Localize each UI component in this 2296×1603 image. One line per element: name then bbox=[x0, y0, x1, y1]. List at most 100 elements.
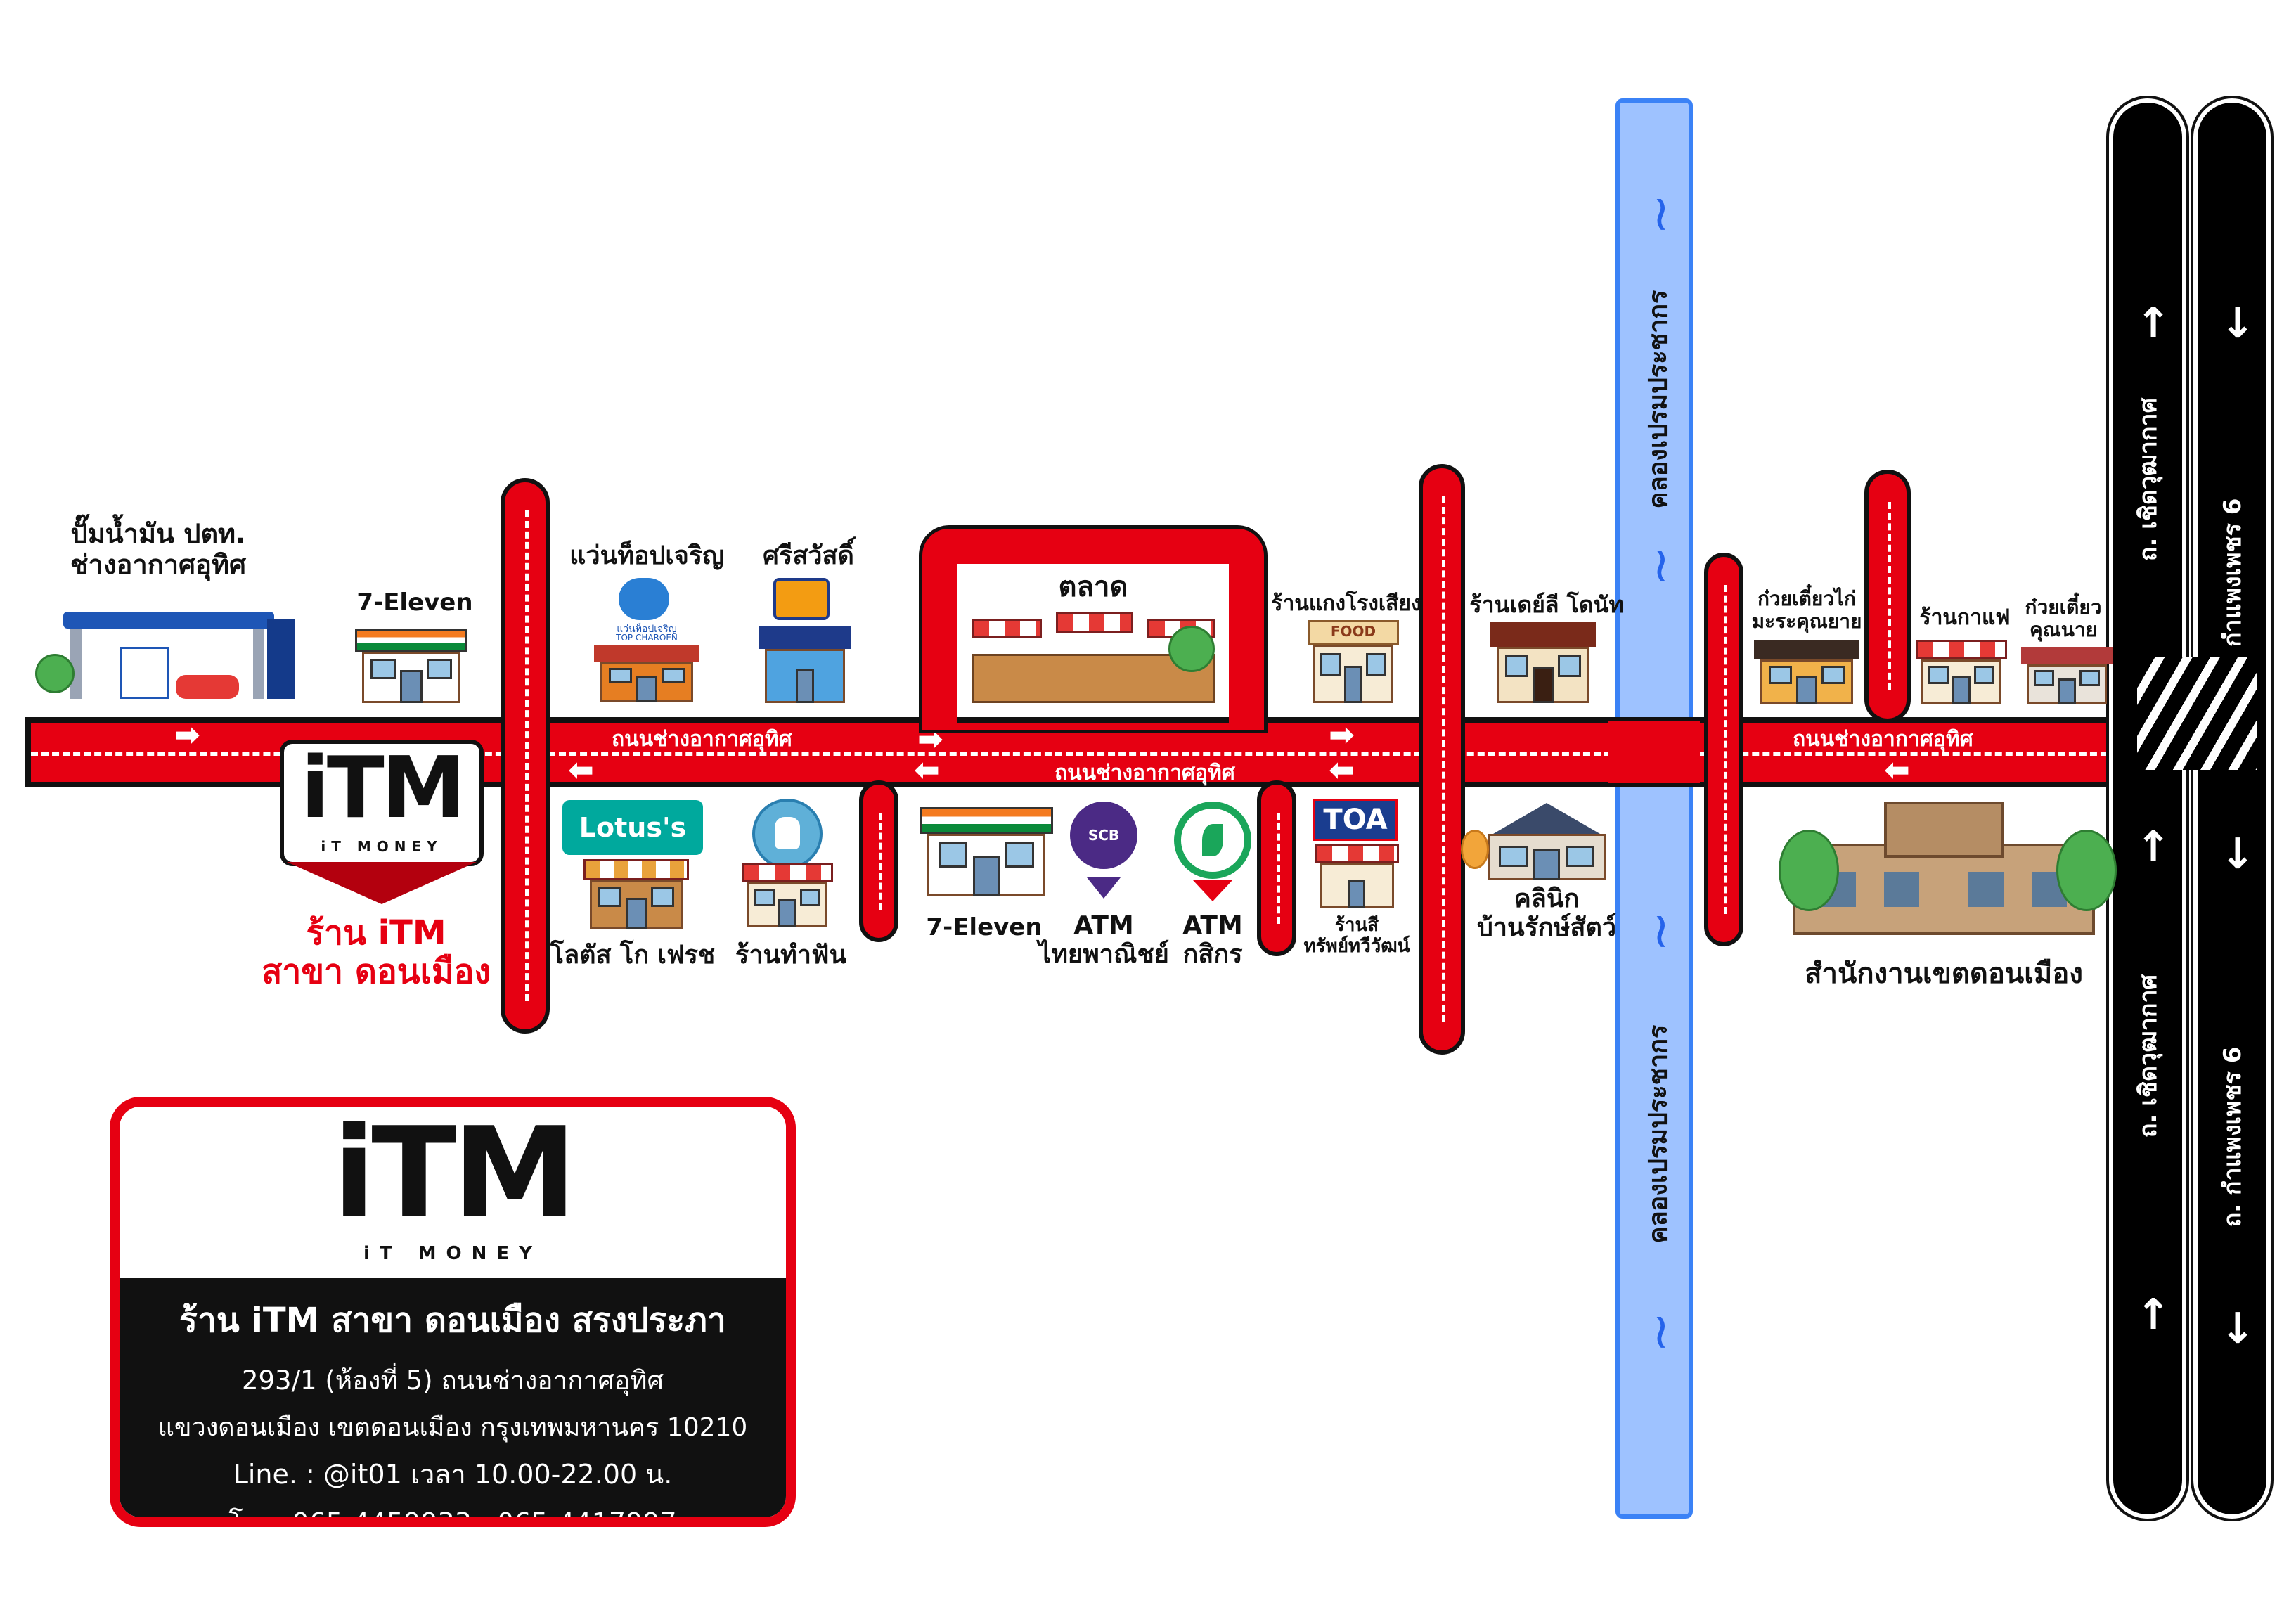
seven-eleven-top-label: 7-Eleven bbox=[356, 588, 473, 617]
market-stalls-illustration bbox=[965, 612, 1222, 710]
wave-icon: ~ bbox=[1633, 193, 1691, 236]
noodle-chicken-label: ก๋วยเตี๋ยวไก่ มะระคุณยาย bbox=[1751, 587, 1862, 633]
itm-store-marker: iTM iT MONEY bbox=[280, 740, 484, 866]
waen-top-charoen-label: แว่นท็อปเจริญ bbox=[569, 541, 724, 570]
arrow-left-icon: ⬅ bbox=[568, 752, 594, 788]
side-street-1 bbox=[501, 478, 550, 1034]
seven-eleven-bottom-label: 7-Eleven bbox=[926, 913, 1043, 941]
info-card-logo-area: iTM iT MONEY bbox=[120, 1107, 786, 1278]
highway-kamphaeng bbox=[2191, 96, 2274, 1521]
road-label-kamphaeng-top: ถ. กำแพงเพชร 6 bbox=[2219, 498, 2247, 679]
srisawat-store-icon bbox=[759, 626, 851, 703]
arrow-up-icon: ↑ bbox=[2136, 1290, 2172, 1339]
scb-pin-icon: SCB bbox=[1070, 802, 1137, 869]
noodle-chicken-store-icon bbox=[1754, 640, 1859, 704]
dental-store-icon bbox=[742, 863, 833, 927]
atm-kasikorn-label: ATM กสิกร bbox=[1182, 911, 1243, 970]
daily-donut-store-icon bbox=[1490, 622, 1596, 703]
waen-store-icon bbox=[594, 645, 699, 702]
srisawat-logo-icon bbox=[773, 578, 830, 620]
side-street-5 bbox=[1704, 553, 1743, 946]
seven-eleven-bottom-store-icon bbox=[920, 807, 1053, 896]
lotus-store-icon bbox=[583, 859, 689, 929]
cafe-store-icon bbox=[1916, 640, 2007, 704]
road-label-top-right: ถนนช่างอากาศอุทิศ bbox=[1793, 727, 1973, 752]
info-card-line: Line. : @it01 เวลา 10.00-22.00 น. bbox=[233, 1459, 673, 1490]
canal bbox=[1615, 98, 1693, 1519]
road-label-top-left: ถนนช่างอากาศอุทิศ bbox=[612, 727, 792, 752]
district-office-label: สำนักงานเขตดอนเมือง bbox=[1805, 958, 2083, 990]
noodle-madam-label: ก๋วยเตี๋ยว คุณนาย bbox=[2025, 596, 2102, 642]
toa-paint-shop-label: ร้านสี ทรัพย์ทวีวัฒน์ bbox=[1303, 915, 1410, 957]
arrow-down-icon: ↓ bbox=[2220, 299, 2256, 348]
itm-marker-sub: iT MONEY bbox=[321, 838, 443, 855]
canal-bridge bbox=[1608, 717, 1700, 787]
tree-icon bbox=[1461, 830, 1489, 869]
side-street-4 bbox=[1419, 464, 1465, 1055]
glasses-logo-icon bbox=[619, 578, 669, 620]
arrow-right-icon: ➡ bbox=[1329, 717, 1355, 753]
info-card: iTM iT MONEY ร้าน iTM สาขา ดอนเมือง สรงป… bbox=[110, 1097, 796, 1527]
road-center-line bbox=[31, 752, 2129, 756]
kaeng-shop-label: ร้านแกงโรงเสียง bbox=[1271, 591, 1421, 616]
road-label-bottom: ถนนช่างอากาศอุทิศ bbox=[1055, 761, 1235, 785]
wave-icon: ~ bbox=[1633, 910, 1691, 953]
arrow-down-icon: ↓ bbox=[2220, 830, 2256, 879]
noodle-madam-store-icon bbox=[2021, 647, 2113, 704]
info-card-address2: แขวงดอนเมือง เขตดอนเมือง กรุงเทพมหานคร 1… bbox=[157, 1413, 748, 1442]
arrow-up-icon: ↑ bbox=[2136, 823, 2172, 872]
arrow-up-icon: ↑ bbox=[2136, 299, 2172, 348]
canal-label-top: คลองเปรมประชากร bbox=[1644, 290, 1673, 509]
market-label: ตลาด bbox=[1058, 571, 1128, 603]
vet-clinic-label: คลินิก บ้านรักษ์สัตว์ bbox=[1476, 884, 1617, 943]
atm-scb-label: ATM ไทยพาณิชย์ bbox=[1038, 911, 1169, 970]
arrow-left-icon: ⬅ bbox=[914, 752, 940, 788]
itm-marker-pointer bbox=[287, 862, 477, 904]
arrow-left-icon: ⬅ bbox=[1884, 752, 1910, 788]
vet-clinic-icon bbox=[1480, 803, 1613, 880]
highway-crossing-stripes bbox=[2137, 657, 2257, 770]
info-card-details: ร้าน iTM สาขา ดอนเมือง สรงประภา 293/1 (ห… bbox=[120, 1278, 786, 1517]
arrow-right-icon: ➡ bbox=[174, 717, 200, 753]
side-street-6 bbox=[1864, 470, 1911, 723]
dental-label: ร้านทำฟัน bbox=[735, 941, 847, 970]
info-card-tel: โทร. 065-4459933 , 065-4417997 bbox=[228, 1507, 677, 1527]
lotus-logo: Lotus's bbox=[562, 800, 703, 855]
kasikorn-pin-icon bbox=[1174, 802, 1251, 879]
lotus-go-fresh-label: โลตัส โก เฟรช bbox=[550, 941, 716, 970]
info-card-address1: 293/1 (ห้องที่ 5) ถนนช่างอากาศอุทิศ bbox=[241, 1365, 664, 1396]
market-loop-road bbox=[919, 525, 1268, 733]
info-card-brand: iTM bbox=[333, 1100, 577, 1246]
road-label-vibhavadi-top: ถ. เชิดวุฒากาศ bbox=[2134, 397, 2162, 562]
waen-logo-text: แว่นท็อปเจริญ bbox=[617, 624, 677, 635]
info-card-brand-sub: iT MONEY bbox=[363, 1243, 543, 1264]
cafe-label: ร้านกาแฟ bbox=[1919, 605, 2011, 630]
district-office-building-icon bbox=[1779, 802, 2117, 942]
wave-icon: ~ bbox=[1633, 545, 1691, 587]
kaeng-shop-icon: FOOD bbox=[1308, 620, 1399, 703]
ptt-station-illustration bbox=[35, 598, 302, 703]
road-label-vibhavadi-bottom: ถ. เชิดวุฒากาศ bbox=[2134, 974, 2162, 1138]
daily-donut-label: ร้านเดย์ลี โดนัท bbox=[1469, 591, 1624, 618]
itm-marker-brand: iTM bbox=[300, 740, 465, 837]
scb-pin-tip bbox=[1087, 877, 1121, 899]
info-card-title: ร้าน iTM สาขา ดอนเมือง สรงประภา bbox=[179, 1301, 726, 1340]
toa-logo: TOA bbox=[1313, 799, 1398, 841]
ptt-label: ปั๊มน้ำมัน ปตท. ช่างอากาศอุทิศ bbox=[70, 518, 247, 580]
highway-vibhavadi bbox=[2106, 96, 2189, 1521]
arrow-left-icon: ⬅ bbox=[1329, 752, 1355, 788]
food-sign: FOOD bbox=[1330, 623, 1376, 640]
side-street-2 bbox=[859, 780, 898, 942]
side-street-3 bbox=[1257, 780, 1296, 956]
kasikorn-pin-tip bbox=[1193, 880, 1232, 901]
arrow-down-icon: ↓ bbox=[2220, 1304, 2256, 1353]
itm-store-label: ร้าน iTM สาขา ดอนเมือง bbox=[262, 913, 491, 992]
toa-store-icon bbox=[1315, 844, 1399, 908]
seven-eleven-top-store-icon bbox=[355, 629, 467, 703]
canal-label-bottom: คลองเปรมประชากร bbox=[1644, 1024, 1673, 1244]
wave-icon: ~ bbox=[1633, 1311, 1691, 1353]
waen-logo-sub: TOP CHAROEN bbox=[616, 633, 678, 643]
srisawat-label: ศรีสวัสดิ์ bbox=[763, 541, 854, 570]
tooth-icon bbox=[752, 799, 823, 869]
road-label-kamphaeng-bottom: ถ. กำแพงเพชร 6 bbox=[2219, 1046, 2247, 1228]
